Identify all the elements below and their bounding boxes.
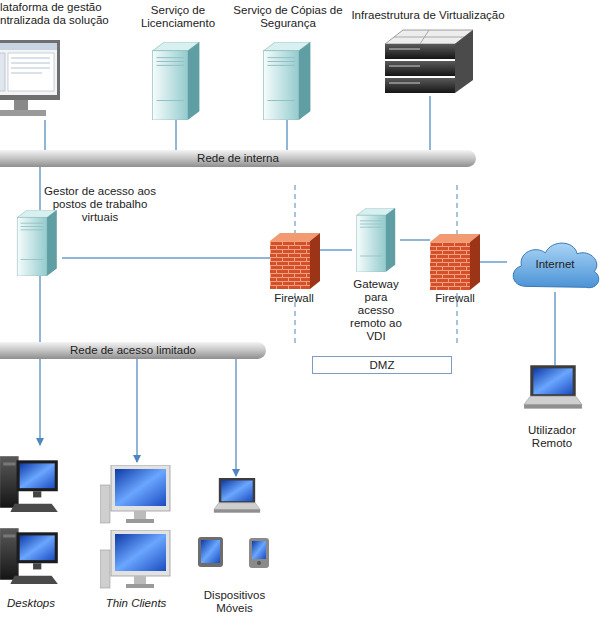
firewall: Firewall [270, 232, 320, 290]
node-label: Dispositivos Móveis [197, 589, 272, 615]
network-link [554, 292, 556, 365]
network-link [39, 276, 41, 342]
network-band: Rede de acesso limitado [0, 342, 266, 359]
virtualization-rack: Infraestrutura de Virtualização [385, 30, 473, 96]
node-label: Rede de interna [0, 150, 476, 167]
gateway-server: Gateway para acesso remoto ao VDI [352, 208, 400, 272]
node-label: Gateway para acesso remoto ao VDI [345, 278, 407, 343]
node-label: lataforma de gestão ntralizada da soluçã… [0, 1, 125, 27]
node-label: Utilizador Remoto [517, 424, 587, 450]
network-link [39, 167, 41, 210]
backup-server: Serviço de Cópias de Segurança [263, 42, 311, 120]
network-link [286, 120, 288, 150]
network-link [62, 257, 270, 259]
arrow-link [235, 359, 237, 476]
remote-laptop: Utilizador Remoto [522, 365, 584, 413]
desktop-group: Desktops [0, 445, 62, 593]
dmz-box: DMZ [312, 356, 452, 374]
node-label: Rede de acesso limitado [0, 342, 266, 359]
arrow-link [39, 359, 41, 445]
node-label: DMZ [313, 357, 451, 373]
node-label: Serviço de Cópias de Segurança [227, 4, 349, 30]
internet-cloud: Internet [507, 236, 603, 292]
arrow-link [136, 359, 138, 462]
node-label: Serviço de Licenciamento [133, 4, 223, 30]
network-link [400, 239, 430, 241]
node-label: Internet [507, 236, 603, 292]
network-link [429, 96, 431, 150]
access-manager-server: Gestor de acesso aos postos de trabalho … [12, 210, 62, 276]
node-label: Thin Clients [91, 597, 181, 610]
network-link [175, 120, 177, 150]
node-label: Desktops [0, 597, 62, 610]
firewall: Firewall [430, 234, 480, 290]
node-label: Infraestrutura de Virtualização [338, 9, 518, 22]
license-server: Serviço de Licenciamento [152, 42, 200, 120]
network-link [480, 261, 507, 263]
node-label: Gestor de acesso aos postos de trabalho … [42, 185, 158, 224]
management-platform: lataforma de gestão ntralizada da soluçã… [0, 38, 62, 120]
mobile-device-group: Dispositivos Móveis [190, 476, 280, 580]
network-link [320, 249, 352, 251]
node-label: Firewall [425, 292, 485, 305]
thin-client-group: Thin Clients [100, 462, 172, 594]
network-band: Rede de interna [0, 150, 476, 167]
network-link [44, 120, 46, 150]
node-label: Firewall [264, 292, 324, 305]
